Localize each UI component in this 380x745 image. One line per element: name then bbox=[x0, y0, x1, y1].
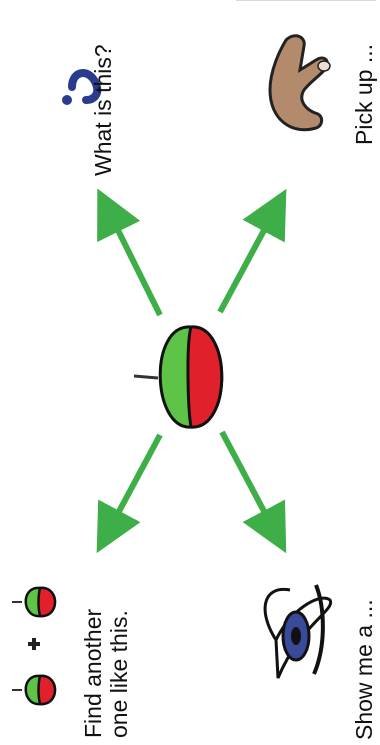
label-pick-up: Pick up ... bbox=[351, 44, 377, 145]
small-apple-bottom bbox=[12, 676, 55, 704]
label-what-is-this: What is this? bbox=[90, 44, 116, 176]
apple-icon bbox=[134, 327, 222, 427]
arrow-top-left bbox=[108, 210, 160, 315]
hand-pick-up-icon bbox=[270, 36, 330, 130]
plus-icon bbox=[28, 638, 40, 650]
small-apple-top bbox=[12, 588, 55, 616]
label-find-line-1: Find another bbox=[80, 609, 106, 738]
eye-icon bbox=[265, 585, 331, 678]
arrow-bottom-left bbox=[108, 435, 160, 532]
label-find-another: Find another one like this. bbox=[80, 609, 133, 738]
arrow-top-right bbox=[220, 210, 275, 312]
label-show-me: Show me a ... bbox=[351, 599, 377, 740]
label-find-line-2: one like this. bbox=[106, 609, 132, 738]
arrow-bottom-right bbox=[222, 432, 275, 532]
